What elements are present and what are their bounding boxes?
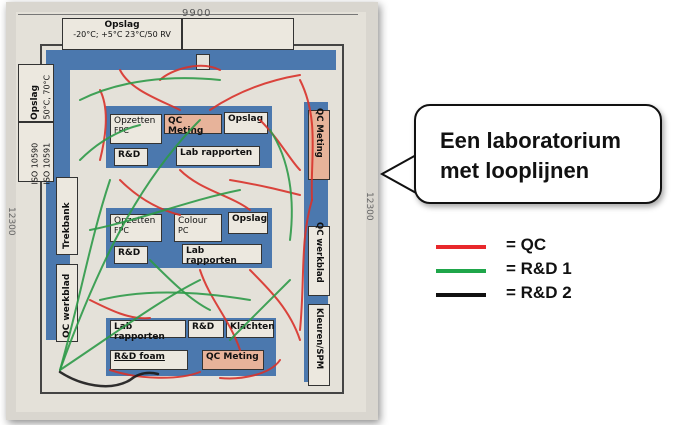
rd1-path-9 <box>149 259 211 311</box>
rd1-path-0 <box>59 179 111 371</box>
island2-opzetten: Opzetten FPC <box>110 214 162 242</box>
island1-opzetten-label: Opzetten <box>114 116 156 126</box>
rd1-path-3 <box>89 189 241 231</box>
island2-colour-label: Colour <box>178 216 208 226</box>
qc-path-2 <box>299 79 314 201</box>
qc-path-14 <box>159 64 221 81</box>
qc-path-3 <box>299 199 313 331</box>
rd1-path-2 <box>79 77 221 101</box>
callout-line-2: met looplijnen <box>440 158 590 183</box>
qc-path-9 <box>109 369 201 379</box>
island3-rd-foam: R&D foam <box>110 350 188 370</box>
rd1-path-8 <box>79 124 141 161</box>
callout-line-1: Een laboratorium <box>440 128 621 153</box>
qc-path-4 <box>179 169 251 211</box>
storage-top: Opslag -20°C; +5°C 23°C/50 RV <box>62 18 182 50</box>
island1-lab-rapporten: Lab rapporten <box>176 146 260 166</box>
island2-lab-rapporten: Lab rapporten <box>182 244 262 266</box>
callout-bubble: Een laboratorium met looplijnen <box>414 104 662 204</box>
island3-rd: R&D <box>188 320 224 338</box>
floor-plan-photo: 9900 12300 12300 Opslag -20°C; +5°C 23°C… <box>6 2 378 420</box>
legend-swatch-rd2 <box>436 293 486 297</box>
island2-colour-sub: PC <box>178 226 189 236</box>
iso-box <box>18 122 54 182</box>
island1-qc-meting: QC Meting <box>164 114 222 136</box>
qc-werkblad-right-box <box>308 226 330 296</box>
dimension-top: 9900 <box>182 8 212 19</box>
legend-swatch-rd1 <box>436 269 486 273</box>
island2-opzetten-label: Opzetten <box>114 216 156 226</box>
legend-item-rd1: = R&D 1 <box>436 259 636 283</box>
qc-path-5 <box>249 269 301 341</box>
island2-colour: Colour PC <box>174 214 222 242</box>
rd1-path-1 <box>59 279 201 371</box>
qc-path-0 <box>119 69 181 111</box>
island1-opslag: Opslag <box>224 112 268 134</box>
rd2-path-0 <box>58 370 160 388</box>
callout: Een laboratorium met looplijnen <box>372 100 672 212</box>
storage-left <box>18 64 54 122</box>
qc-path-13 <box>229 179 301 196</box>
bench-top <box>46 50 336 70</box>
qc-meting-right-box <box>308 110 330 180</box>
qc-path-8 <box>219 359 281 380</box>
trekbank-box <box>56 177 78 255</box>
island2-rd: R&D <box>114 246 148 264</box>
kleuren-spm-box <box>308 304 330 386</box>
legend-item-rd2: = R&D 2 <box>436 283 636 307</box>
legend-label-rd2: = R&D 2 <box>506 283 572 302</box>
storage-top-temps: -20°C; +5°C 23°C/50 RV <box>73 30 171 40</box>
rd1-path-5 <box>269 129 293 241</box>
dimension-line-top <box>18 14 358 15</box>
qc-path-12 <box>89 299 151 320</box>
rd1-path-7 <box>229 279 291 341</box>
qc-path-11 <box>259 119 301 171</box>
island3-qc-meting: QC Meting <box>202 350 264 370</box>
rd1-path-4 <box>59 119 201 371</box>
storage-top-extension <box>182 18 294 50</box>
island2-opzetten-sub: FPC <box>114 226 130 236</box>
qc-path-6 <box>199 269 241 351</box>
legend-label-qc: = QC <box>506 235 547 254</box>
storage-top-title: Opslag <box>104 20 140 30</box>
qc-path-10 <box>99 89 107 161</box>
legend: = QC = R&D 1 = R&D 2 <box>436 235 636 307</box>
qc-path-7 <box>119 179 181 216</box>
legend-label-rd1: = R&D 1 <box>506 259 572 278</box>
island1-rd: R&D <box>114 148 148 166</box>
qc-path-1 <box>209 74 301 111</box>
island2-opslag: Opslag <box>228 212 268 234</box>
legend-item-qc: = QC <box>436 235 636 259</box>
legend-swatch-qc <box>436 245 486 249</box>
rd1-path-6 <box>99 291 251 301</box>
